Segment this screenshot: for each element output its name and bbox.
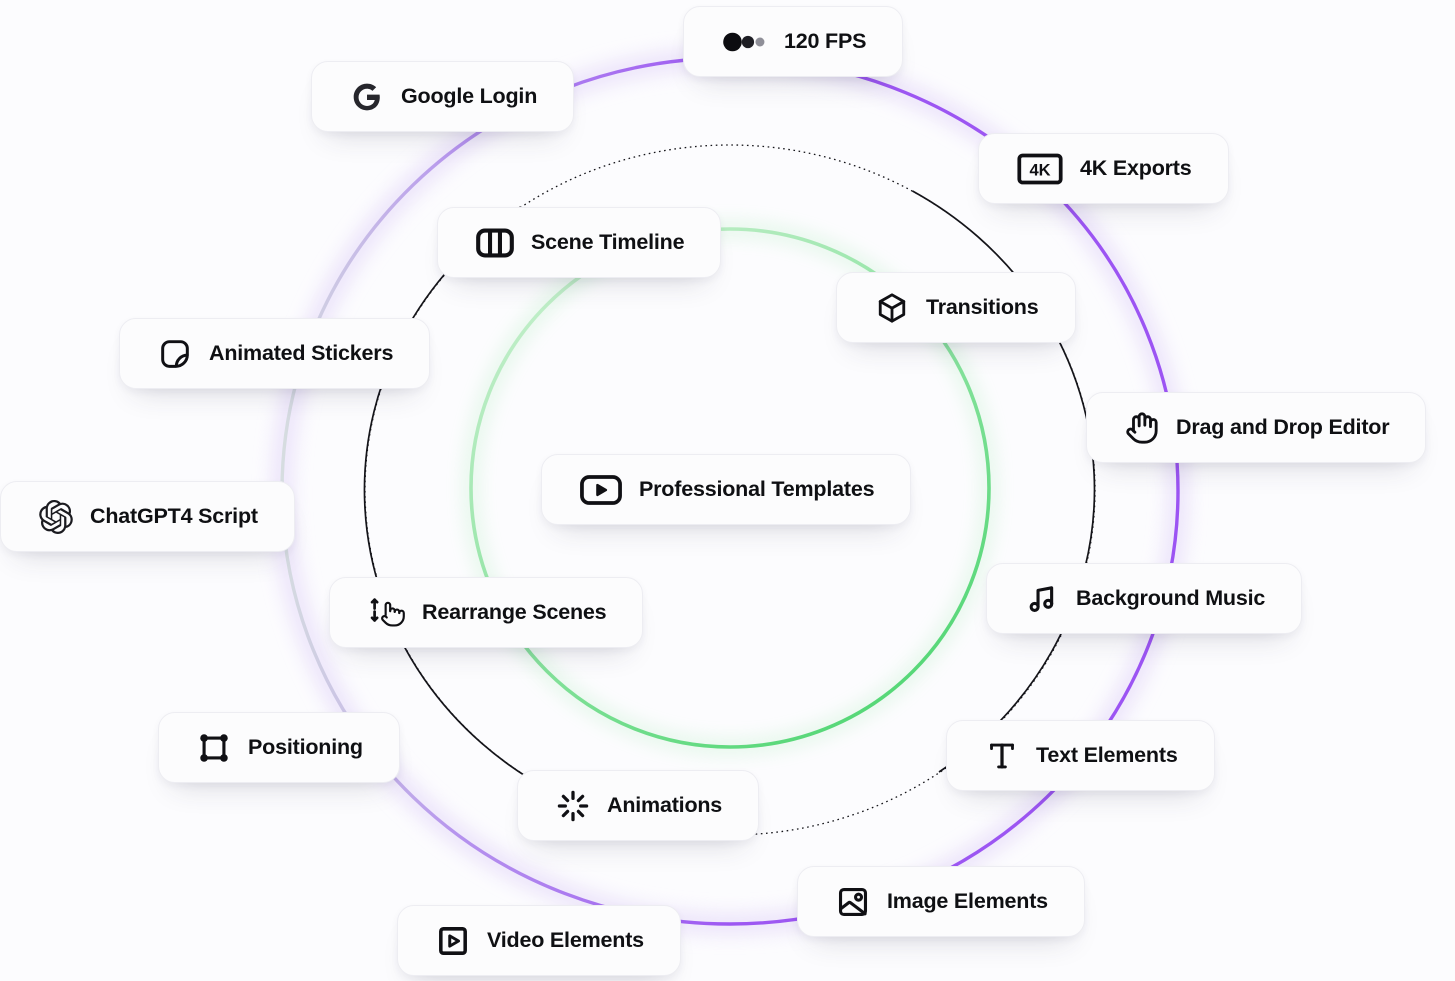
feature-label: Scene Timeline <box>531 230 685 255</box>
feature-card-4k-exports: 4K 4K Exports <box>978 133 1229 204</box>
google-icon <box>350 80 384 114</box>
feature-label: Animated Stickers <box>209 341 394 366</box>
feature-card-background-music: Background Music <box>986 563 1303 634</box>
feature-card-text-elements: Text Elements <box>946 720 1215 791</box>
4k-badge-icon: 4K <box>1017 153 1063 185</box>
sticker-icon <box>158 337 192 371</box>
feature-label: Drag and Drop Editor <box>1176 415 1390 440</box>
feature-card-rearrange-scenes: Rearrange Scenes <box>329 577 644 648</box>
feature-card-scene-timeline: Scene Timeline <box>437 207 722 278</box>
cube-icon <box>875 291 909 325</box>
feature-label: Video Elements <box>487 928 644 953</box>
feature-card-drag-drop-editor: Drag and Drop Editor <box>1086 392 1427 463</box>
hand-grab-icon <box>1125 411 1159 445</box>
feature-label: Animations <box>607 793 723 818</box>
feature-card-video-elements: Video Elements <box>397 905 681 976</box>
serif-t-icon <box>985 739 1019 773</box>
feature-card-positioning: Positioning <box>158 712 400 783</box>
fps-dots-icon <box>722 30 767 54</box>
video-player-icon <box>580 474 622 506</box>
feature-card-image-elements: Image Elements <box>797 866 1085 937</box>
feature-card-transitions: Transitions <box>836 272 1076 343</box>
feature-label: Professional Templates <box>639 477 875 502</box>
feature-card-fps: 120 FPS <box>683 6 904 77</box>
music-note-icon <box>1025 582 1059 616</box>
feature-label: Google Login <box>401 84 538 109</box>
inner-green-orbit <box>469 227 991 749</box>
feature-label: 120 FPS <box>784 29 867 54</box>
image-icon <box>836 885 870 919</box>
feature-card-professional-templates: Professional Templates <box>541 454 912 525</box>
middle-black-orbit-solid-right <box>912 190 1096 773</box>
selection-corners-icon <box>197 731 231 765</box>
spinner-icon <box>556 789 590 823</box>
svg-text:4K: 4K <box>1029 160 1050 179</box>
feature-card-google-login: Google Login <box>311 61 575 132</box>
feature-label: Image Elements <box>887 889 1048 914</box>
openai-icon <box>39 499 73 534</box>
middle-black-orbit-solid-left <box>363 206 548 790</box>
feature-card-chatgpt4-script: ChatGPT4 Script <box>0 481 295 552</box>
feature-card-animated-stickers: Animated Stickers <box>119 318 431 389</box>
feature-label: Text Elements <box>1036 743 1178 768</box>
feature-label: Positioning <box>248 735 363 760</box>
pointer-arrows-icon <box>368 596 405 630</box>
feature-label: ChatGPT4 Script <box>90 504 258 529</box>
feature-label: Background Music <box>1076 586 1266 611</box>
timeline-columns-icon <box>476 228 514 258</box>
feature-label: Rearrange Scenes <box>422 600 607 625</box>
feature-label: 4K Exports <box>1080 156 1192 181</box>
feature-card-animations: Animations <box>517 770 760 841</box>
feature-label: Transitions <box>926 295 1039 320</box>
play-square-icon <box>436 924 470 958</box>
